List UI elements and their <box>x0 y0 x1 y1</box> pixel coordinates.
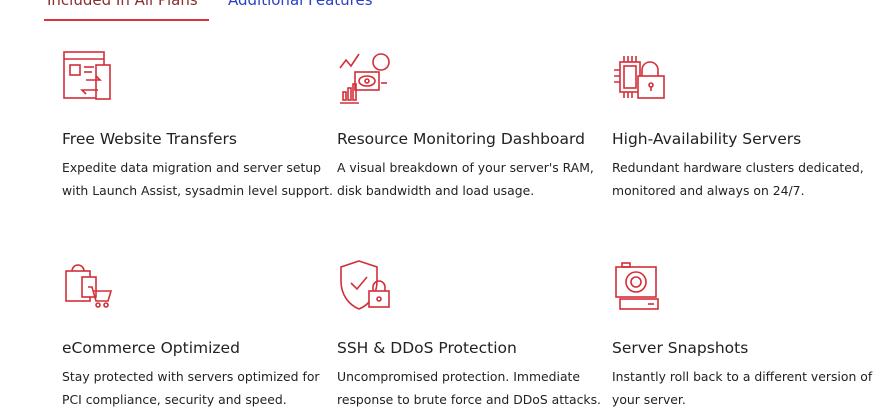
feature-description: Redundant hardware clusters dedicated, m… <box>612 160 864 198</box>
feature-title: Resource Monitoring Dashboard <box>337 130 585 148</box>
shield-lock-icon <box>337 257 397 317</box>
tab-included-in-all-plans[interactable]: Included In All Plans <box>47 0 198 9</box>
feature-description: Stay protected with servers optimized fo… <box>62 369 320 407</box>
website-transfer-icon <box>62 50 122 110</box>
secure-server-icon <box>612 50 672 110</box>
shopping-cart-icon <box>62 257 122 317</box>
feature-title: Server Snapshots <box>612 339 749 357</box>
feature-title: High-Availability Servers <box>612 130 802 148</box>
feature-description: Instantly roll back to a different versi… <box>612 369 873 407</box>
active-tab-indicator <box>44 19 209 21</box>
tab-additional-features[interactable]: Additional Features <box>228 0 373 9</box>
camera-snapshot-icon <box>612 257 672 317</box>
monitoring-dashboard-icon <box>337 50 397 110</box>
feature-description: A visual breakdown of your server's RAM,… <box>337 160 594 198</box>
feature-description: Expedite data migration and server setup… <box>62 160 333 198</box>
feature-description: Uncompromised protection. Immediate resp… <box>337 369 601 407</box>
feature-title: eCommerce Optimized <box>62 339 240 357</box>
feature-title: SSH & DDoS Protection <box>337 339 517 357</box>
feature-title: Free Website Transfers <box>62 130 237 148</box>
